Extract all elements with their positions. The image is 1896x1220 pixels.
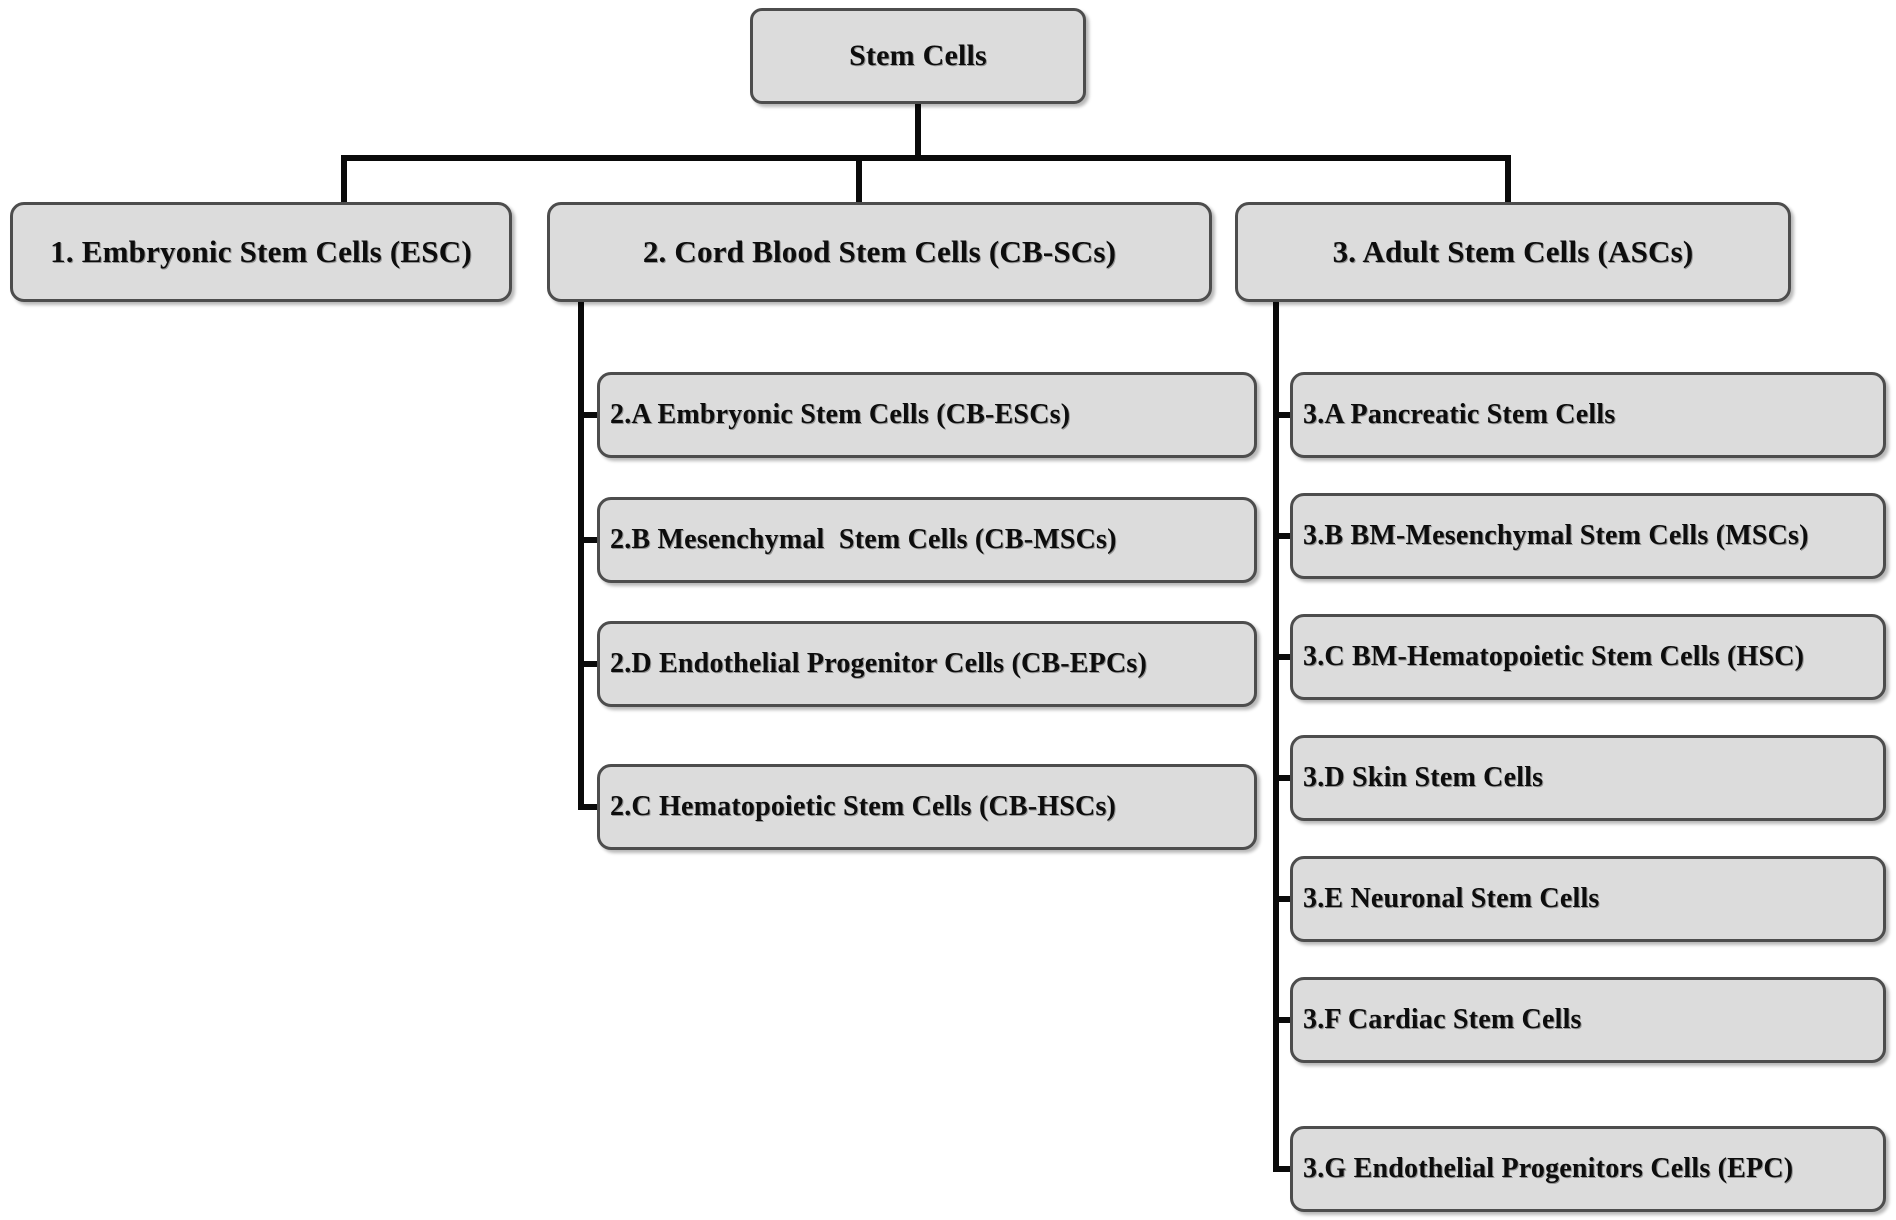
connector-stub-cb-epc — [578, 661, 600, 667]
connector-stub-cb-hsc — [578, 804, 600, 810]
connector-drop-esc — [341, 155, 347, 205]
node-stem-cells[interactable]: Stem Cells — [750, 8, 1086, 104]
connector-stub-asc-bm-msc — [1273, 533, 1292, 539]
connector-stub-asc-cardiac — [1273, 1017, 1292, 1023]
node-cord-blood-stem-cells[interactable]: 2. Cord Blood Stem Cells (CB-SCs) — [547, 202, 1212, 302]
connector-stub-asc-neuronal — [1273, 896, 1292, 902]
node-label: 3.D Skin Stem Cells — [1303, 762, 1544, 793]
connector-stub-cb-esc — [578, 412, 600, 418]
node-cb-endothelial-progenitor-cells[interactable]: 2.D Endothelial Progenitor Cells (CB-EPC… — [597, 621, 1257, 707]
node-label: 3.F Cardiac Stem Cells — [1303, 1004, 1582, 1035]
node-asc-pancreatic-stem-cells[interactable]: 3.A Pancreatic Stem Cells — [1290, 372, 1886, 458]
node-label: 3.G Endothelial Progenitors Cells (EPC) — [1303, 1153, 1794, 1184]
node-label: 2. Cord Blood Stem Cells (CB-SCs) — [642, 234, 1117, 269]
node-label: 2.C Hematopoietic Stem Cells (CB-HSCs) — [610, 791, 1117, 822]
node-label: 3.C BM-Hematopoietic Stem Cells (HSC) — [1303, 641, 1805, 672]
node-label: 1. Embryonic Stem Cells (ESC) — [50, 234, 472, 269]
node-asc-bm-mesenchymal-stem-cells[interactable]: 3.B BM-Mesenchymal Stem Cells (MSCs) — [1290, 493, 1886, 579]
connector-stub-asc-epc — [1273, 1166, 1292, 1172]
connector-stub-asc-skin — [1273, 775, 1292, 781]
node-label: 3.B BM-Mesenchymal Stem Cells (MSCs) — [1303, 520, 1809, 551]
node-embryonic-stem-cells[interactable]: 1. Embryonic Stem Cells (ESC) — [10, 202, 512, 302]
node-asc-endothelial-progenitors-cells[interactable]: 3.G Endothelial Progenitors Cells (EPC) — [1290, 1126, 1886, 1212]
node-asc-cardiac-stem-cells[interactable]: 3.F Cardiac Stem Cells — [1290, 977, 1886, 1063]
node-cb-mesenchymal-stem-cells[interactable]: 2.B Mesenchymal Stem Cells (CB-MSCs) — [597, 497, 1257, 583]
node-label: 2.D Endothelial Progenitor Cells (CB-EPC… — [610, 648, 1148, 679]
node-label: Stem Cells — [849, 39, 987, 72]
node-label: 3. Adult Stem Cells (ASCs) — [1332, 234, 1694, 269]
node-asc-neuronal-stem-cells[interactable]: 3.E Neuronal Stem Cells — [1290, 856, 1886, 942]
node-adult-stem-cells[interactable]: 3. Adult Stem Cells (ASCs) — [1235, 202, 1791, 302]
connector-stub-asc-pancreatic — [1273, 412, 1292, 418]
node-asc-bm-hematopoietic-stem-cells[interactable]: 3.C BM-Hematopoietic Stem Cells (HSC) — [1290, 614, 1886, 700]
node-label: 2.B Mesenchymal Stem Cells (CB-MSCs) — [610, 524, 1117, 555]
node-asc-skin-stem-cells[interactable]: 3.D Skin Stem Cells — [1290, 735, 1886, 821]
connector-trunk-cbsc — [578, 300, 584, 810]
node-cb-embryonic-stem-cells[interactable]: 2.A Embryonic Stem Cells (CB-ESCs) — [597, 372, 1257, 458]
connector-drop-cbsc — [856, 155, 862, 205]
node-label: 2.A Embryonic Stem Cells (CB-ESCs) — [610, 399, 1071, 430]
connector-trunk-asc — [1273, 300, 1279, 1172]
connector-root-stem — [915, 104, 921, 158]
node-cb-hematopoietic-stem-cells[interactable]: 2.C Hematopoietic Stem Cells (CB-HSCs) — [597, 764, 1257, 850]
node-label: 3.A Pancreatic Stem Cells — [1303, 399, 1616, 430]
connector-stub-cb-msc — [578, 537, 600, 543]
node-label: 3.E Neuronal Stem Cells — [1303, 883, 1600, 914]
connector-root-bus — [341, 155, 1511, 161]
connector-stub-asc-bm-hsc — [1273, 654, 1292, 660]
connector-drop-asc — [1505, 155, 1511, 205]
